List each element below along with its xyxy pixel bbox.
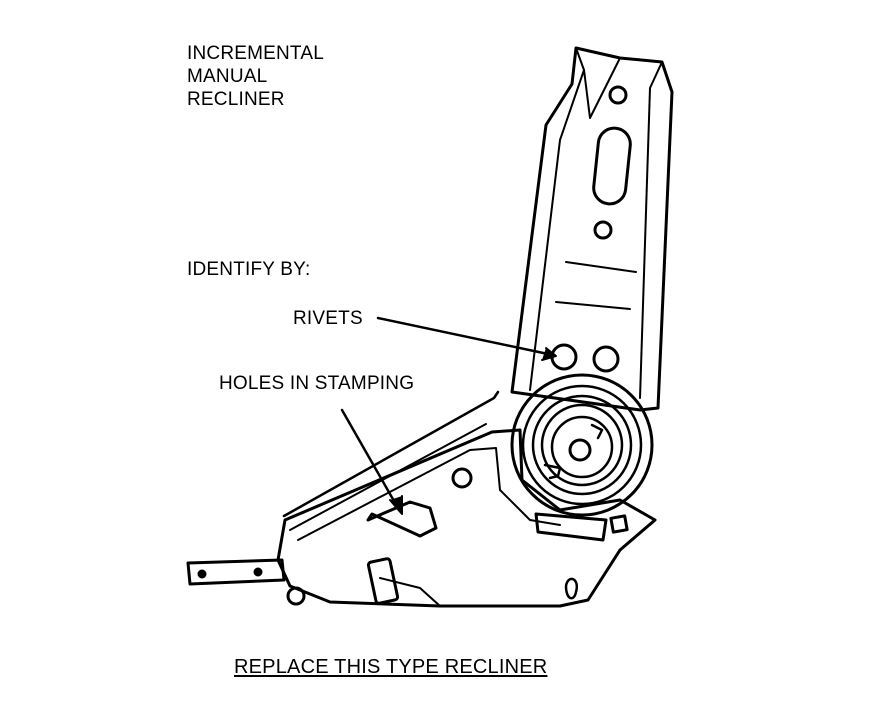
title-line-2: MANUAL <box>187 66 268 87</box>
bracket-lower-ridge <box>379 577 441 607</box>
arm-side-ridge <box>639 61 663 399</box>
diagram-title: INCREMENTAL MANUAL RECLINER <box>187 42 324 111</box>
rivets-arrowhead <box>541 347 557 361</box>
bracket-hole-lower <box>286 586 306 606</box>
mounting-bar-hole-2 <box>253 567 263 577</box>
holes-arrowhead <box>389 495 403 515</box>
spring-coil-3 <box>531 394 633 496</box>
mounting-bar-outline <box>186 558 286 586</box>
clock-spring <box>510 373 654 517</box>
arm-hole-middle <box>593 220 613 240</box>
rivets-callout-label: RIVETS <box>293 308 363 329</box>
bracket-inner-flange <box>297 447 561 541</box>
spring-coil-4 <box>540 403 624 487</box>
mounting-bar <box>186 558 286 586</box>
rivets-leader-line <box>376 316 550 356</box>
arm-inner-ridge <box>529 69 585 391</box>
bracket-hook <box>564 577 579 600</box>
title-line-1: INCREMENTAL <box>187 43 324 64</box>
spring-outer-coil <box>510 373 654 517</box>
arm-rib-2 <box>555 301 631 310</box>
footer-note: REPLACE THIS TYPE RECLINER <box>234 656 548 678</box>
bracket-top-strap <box>282 390 500 518</box>
stamping-hole-triangle <box>366 500 438 538</box>
bracket-strap-lower <box>289 423 487 531</box>
spring-tab-left <box>543 463 562 480</box>
arm-hole-top <box>608 85 628 105</box>
spring-coil-2 <box>521 384 643 506</box>
holes-callout-label: HOLES IN STAMPING <box>219 373 415 394</box>
title-line-3: RECLINER <box>187 89 285 110</box>
rivet-right <box>592 345 620 373</box>
seat-back-arm <box>510 46 674 412</box>
spring-tab-right <box>590 423 604 440</box>
bracket-small-tab <box>609 514 629 534</box>
spring-pivot-hole <box>568 438 592 462</box>
bracket-arc-tab <box>534 512 608 542</box>
stamping-hole-slot <box>366 557 400 605</box>
mounting-bar-hole-1 <box>197 569 207 579</box>
holes-leader-line <box>340 408 400 510</box>
identify-label: IDENTIFY BY: <box>187 259 311 280</box>
arm-slot <box>592 126 632 206</box>
spring-coil-5 <box>550 415 614 479</box>
lower-bracket <box>276 390 657 608</box>
arm-top-flange <box>575 47 621 119</box>
arm-outline <box>510 46 674 412</box>
bracket-hole-upper <box>451 467 473 489</box>
arm-rib-1 <box>565 261 637 273</box>
callout-leaders <box>340 316 557 515</box>
